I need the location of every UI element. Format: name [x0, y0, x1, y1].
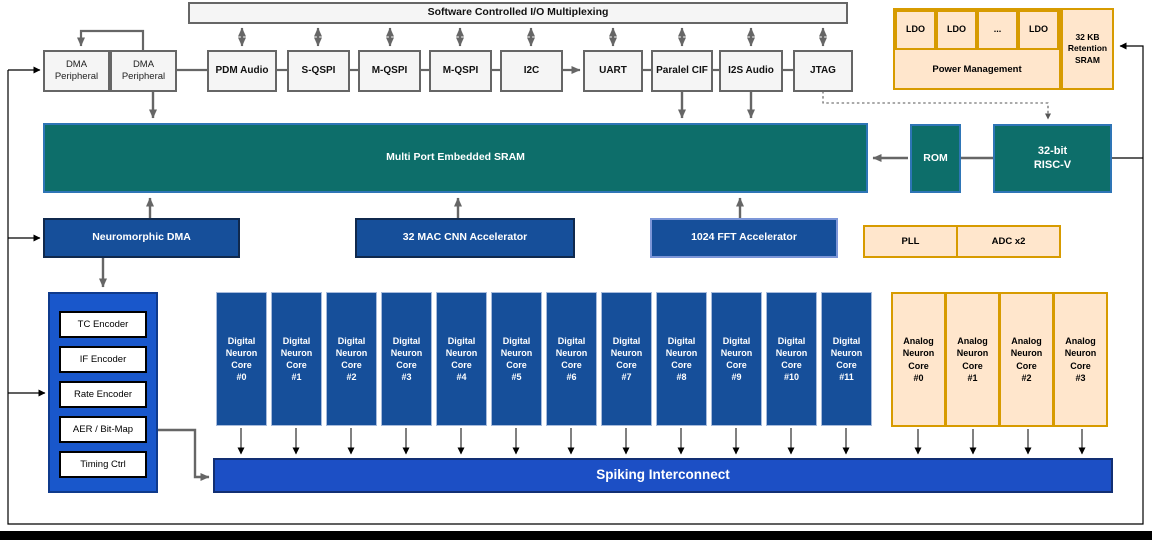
peripheral-uart: UART — [583, 50, 643, 92]
adc: ADC x2 — [956, 225, 1061, 258]
digital-neuron-core-3: Digital Neuron Core #3 — [381, 292, 432, 426]
dma-peripheral-2: DMA Peripheral — [110, 50, 177, 92]
spiking-interconnect: Spiking Interconnect — [213, 458, 1113, 493]
peripheral-pdm-audio: PDM Audio — [207, 50, 277, 92]
digital-neuron-core-5: Digital Neuron Core #5 — [491, 292, 542, 426]
digital-neuron-core-6: Digital Neuron Core #6 — [546, 292, 597, 426]
analog-neuron-core-3: Analog Neuron Core #3 — [1053, 292, 1108, 427]
bus-loop-path — [7, 42, 1144, 525]
pll: PLL — [863, 225, 958, 258]
jtag-debug-dashed-connector — [822, 91, 1051, 120]
io-mux-bar: Software Controlled I/O Multiplexing — [188, 2, 848, 24]
ldo-cell-1: LDO — [895, 10, 936, 50]
peripheral-paralel-cif: Paralel CIF — [651, 50, 713, 92]
mux-peripheral-arrows — [238, 27, 827, 47]
digital-neuron-core-1: Digital Neuron Core #1 — [271, 292, 322, 426]
neuromorphic-dma: Neuromorphic DMA — [43, 218, 240, 258]
encoder-stack: TC Encoder IF Encoder Rate Encoder AER /… — [48, 292, 158, 493]
peripheral-m-qspi-2: M-QSPI — [429, 50, 492, 92]
tc-encoder: TC Encoder — [59, 311, 147, 338]
dma-peripheral-1: DMA Peripheral — [43, 50, 110, 92]
arrow-aer-to-interconnect — [158, 428, 210, 481]
ldo-cell-2: LDO — [936, 10, 977, 50]
ldo-cell-3: LDO — [1018, 10, 1059, 50]
analog-neuron-core-0: Analog Neuron Core #0 — [891, 292, 946, 427]
peripheral-i2c: I2C — [500, 50, 563, 92]
multi-port-embedded-sram: Multi Port Embedded SRAM — [43, 123, 868, 193]
power-management-label: Power Management — [932, 63, 1022, 75]
peripheral-i2s-audio: I2S Audio — [719, 50, 783, 92]
digital-neuron-core-9: Digital Neuron Core #9 — [711, 292, 762, 426]
digital-neuron-core-10: Digital Neuron Core #10 — [766, 292, 817, 426]
timing-ctrl: Timing Ctrl — [59, 451, 147, 478]
dma-loopback-connector — [77, 29, 145, 50]
ldo-cell-ellipsis: ... — [977, 10, 1018, 50]
peripheral-jtag: JTAG — [793, 50, 853, 92]
riscv-system-bus — [7, 42, 1144, 525]
digital-neuron-core-8: Digital Neuron Core #8 — [656, 292, 707, 426]
bottom-edge-bar — [0, 531, 1152, 540]
aer-bitmap: AER / Bit-Map — [59, 416, 147, 443]
riscv-cpu: 32-bit RISC-V — [993, 124, 1112, 193]
fft-accelerator: 1024 FFT Accelerator — [650, 218, 838, 258]
power-management-block: LDO LDO ... LDO Power Management — [893, 8, 1061, 90]
ldo-row: LDO LDO ... LDO — [895, 10, 1059, 50]
digital-neuron-core-2: Digital Neuron Core #2 — [326, 292, 377, 426]
rom: ROM — [910, 124, 961, 193]
analog-neuron-core-1: Analog Neuron Core #1 — [945, 292, 1000, 427]
digital-neuron-core-11: Digital Neuron Core #11 — [821, 292, 872, 426]
cnn-accelerator: 32 MAC CNN Accelerator — [355, 218, 575, 258]
rate-encoder: Rate Encoder — [59, 381, 147, 408]
core-to-interconnect-arrows — [237, 428, 1086, 455]
digital-neuron-core-7: Digital Neuron Core #7 — [601, 292, 652, 426]
analog-neuron-core-2: Analog Neuron Core #2 — [999, 292, 1054, 427]
digital-neuron-core-4: Digital Neuron Core #4 — [436, 292, 487, 426]
digital-neuron-core-0: Digital Neuron Core #0 — [216, 292, 267, 426]
if-encoder: IF Encoder — [59, 346, 147, 373]
retention-sram: 32 KB Retention SRAM — [1061, 8, 1114, 90]
peripheral-m-qspi-1: M-QSPI — [358, 50, 421, 92]
peripheral-s-qspi: S-QSPI — [287, 50, 350, 92]
